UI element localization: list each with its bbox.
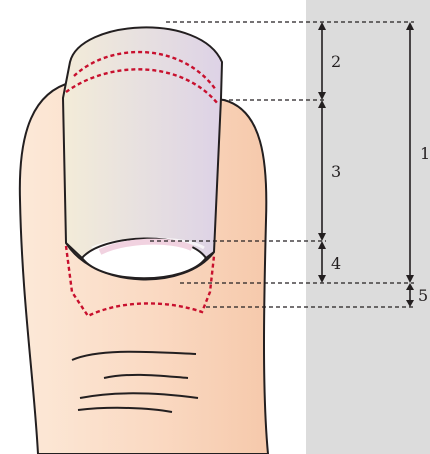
- dimension-label-3: 3: [331, 162, 341, 181]
- dimension-label-5: 5: [418, 286, 428, 305]
- right-panel: [306, 0, 430, 454]
- dimension-label-4: 4: [331, 254, 341, 273]
- dimension-label-1: 1: [420, 144, 430, 163]
- dimension-label-2: 2: [331, 52, 341, 71]
